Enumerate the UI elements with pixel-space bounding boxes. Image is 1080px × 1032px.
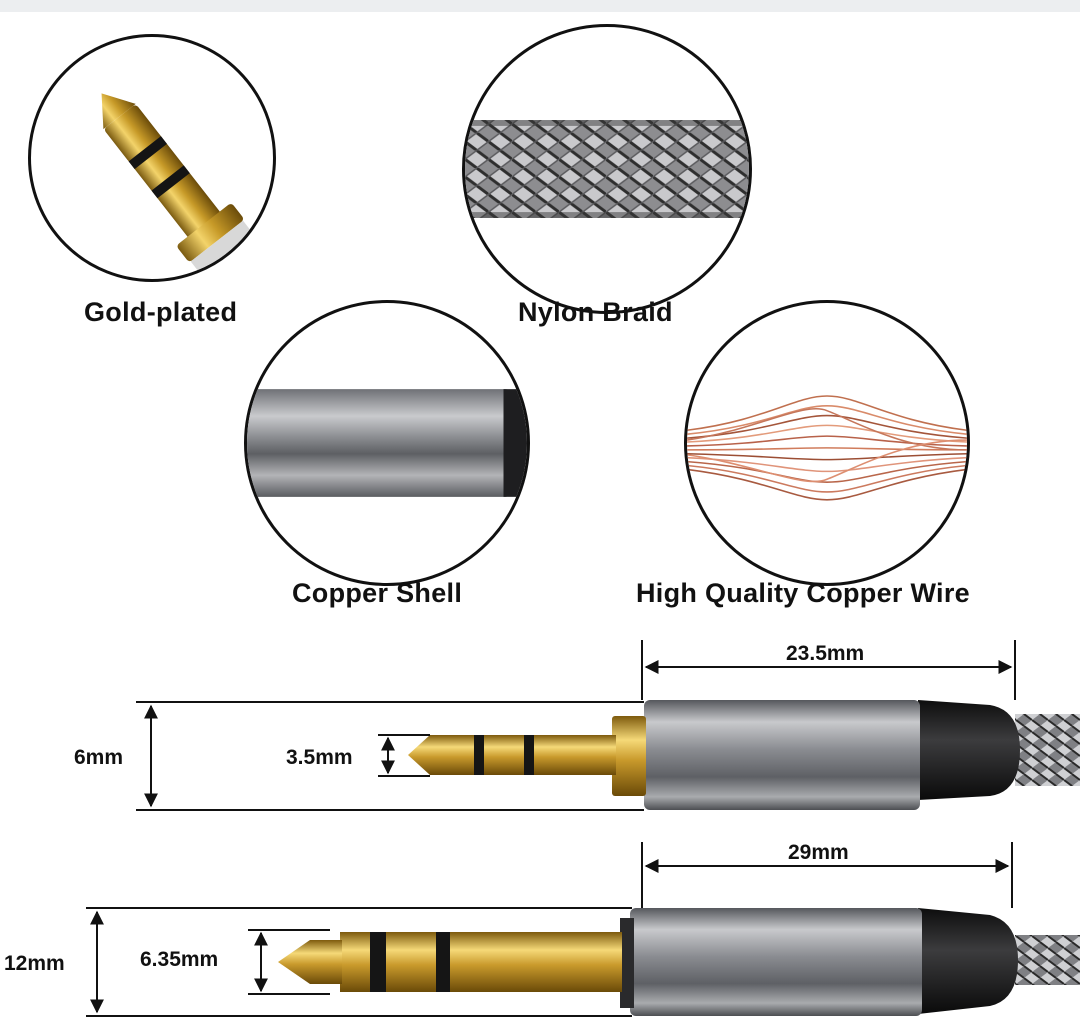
small-plug-dimension-lines bbox=[136, 640, 1016, 811]
nylon-braid-closeup-image bbox=[465, 120, 749, 218]
top-bar bbox=[0, 0, 1080, 12]
small-plug-length-label: 23.5mm bbox=[786, 642, 865, 665]
large-plug-drawing bbox=[278, 908, 1080, 1016]
copper-shell-label: Copper Shell bbox=[292, 578, 463, 608]
large-plug-dimension-lines bbox=[86, 842, 1013, 1017]
copper-wire-bubble bbox=[684, 300, 970, 586]
copper-shell-bubble bbox=[244, 300, 530, 586]
copper-shell-closeup-image bbox=[247, 389, 527, 497]
small-plug-outer-label: 6mm bbox=[74, 746, 124, 769]
nylon-braid-bubble bbox=[462, 24, 752, 314]
large-plug-inner-label: 6.35mm bbox=[140, 948, 219, 971]
gold-plated-label: Gold-plated bbox=[84, 297, 238, 327]
large-plug-length-label: 29mm bbox=[788, 841, 849, 864]
large-plug-outer-label: 12mm bbox=[4, 952, 65, 975]
gold-plug-closeup-image bbox=[101, 93, 262, 279]
small-plug-inner-label: 3.5mm bbox=[286, 746, 353, 769]
small-plug-drawing bbox=[408, 700, 1080, 810]
copper-wire-label: High Quality Copper Wire bbox=[636, 578, 970, 608]
nylon-braid-label: Nylon Braid bbox=[518, 297, 673, 327]
copper-wire-closeup-image bbox=[687, 395, 967, 501]
gold-plated-bubble bbox=[28, 34, 276, 282]
